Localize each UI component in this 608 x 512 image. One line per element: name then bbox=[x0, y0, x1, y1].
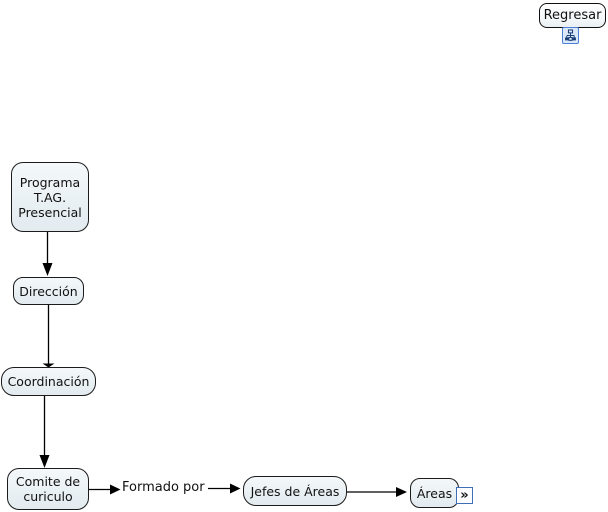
node-comite-de-curiculo[interactable]: Comite de curiculo bbox=[7, 468, 89, 510]
resource-expand-icon[interactable]: » bbox=[456, 487, 473, 504]
node-label: Jefes de Áreas bbox=[250, 483, 340, 499]
arrow-programa-direccion bbox=[42, 232, 53, 276]
node-programa-tag-presencial[interactable]: Programa T.AG. Presencial bbox=[11, 162, 89, 232]
arrow-comite-formadopor bbox=[89, 484, 121, 495]
node-label: Comite de curiculo bbox=[15, 474, 81, 504]
arrow-direccion-coordinacion bbox=[42, 305, 55, 368]
node-label: Áreas bbox=[416, 485, 453, 501]
node-label: Dirección bbox=[19, 283, 78, 299]
org-chart-icon bbox=[565, 29, 576, 41]
arrow-jefes-areas bbox=[347, 487, 407, 497]
concept-map-link-icon[interactable] bbox=[562, 27, 579, 44]
arrow-formadopor-jefes bbox=[208, 483, 241, 494]
back-button[interactable]: Regresar bbox=[539, 3, 606, 28]
node-jefes-de-areas[interactable]: Jefes de Áreas bbox=[243, 476, 347, 506]
node-label: Coordinación bbox=[7, 374, 90, 389]
node-direccion[interactable]: Dirección bbox=[13, 277, 84, 305]
linking-phrase-formado-por: Formado por bbox=[122, 480, 205, 495]
node-coordinacion[interactable]: Coordinación bbox=[1, 367, 96, 396]
node-areas[interactable]: Áreas bbox=[410, 478, 459, 508]
arrow-coordinacion-comite bbox=[39, 396, 50, 468]
node-label: Programa T.AG. Presencial bbox=[18, 174, 82, 220]
